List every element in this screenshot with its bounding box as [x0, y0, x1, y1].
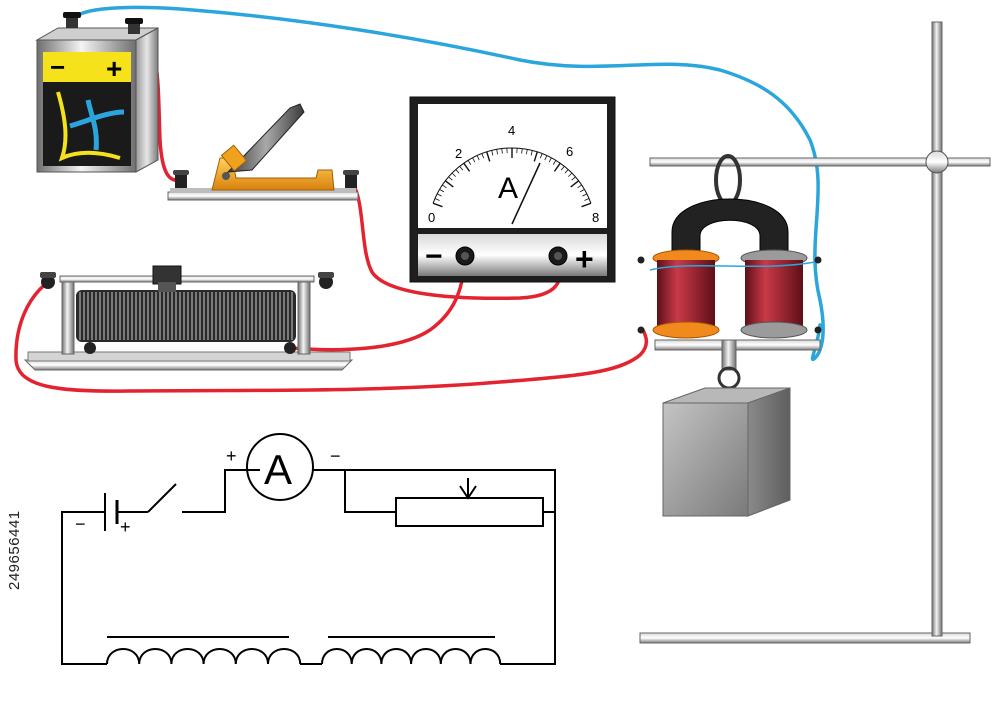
ammeter-tick: [571, 176, 576, 181]
rheostat-terminal-bottom-left: [84, 342, 96, 354]
ammeter-tick: [584, 198, 590, 201]
ammeter-tick: [544, 155, 548, 161]
schematic-ammeter: [225, 433, 345, 501]
ammeter-tick: [582, 193, 588, 197]
ammeter-scale-8: 8: [592, 210, 599, 225]
ammeter-tick: [486, 151, 491, 162]
ammeter-tick: [530, 150, 533, 156]
schematic-inductor-right: [321, 648, 502, 665]
ammeter-tick: [570, 180, 580, 188]
ammeter-tick: [467, 160, 472, 165]
coil-right: [740, 249, 808, 339]
ammeter-tick: [553, 162, 561, 172]
ammeter-tick: [476, 155, 480, 161]
ammeter-terminal-positive: [548, 246, 568, 266]
ammeter-tick: [560, 166, 565, 171]
stand-clamp: [925, 150, 949, 174]
ammeter-tick: [526, 149, 528, 155]
schematic-inductor-left: [106, 648, 302, 665]
ammeter-tick: [491, 150, 494, 156]
switch-handle[interactable]: [220, 103, 305, 173]
battery-terminal-negative: [63, 12, 81, 28]
ammeter-tick: [434, 198, 440, 201]
ammeter-tick: [496, 149, 498, 155]
ammeter: 0 2 4 6 8 A − +: [409, 96, 616, 283]
battery-minus-label: −: [50, 52, 65, 82]
schematic-ammeter-minus: −: [330, 446, 341, 466]
schematic-battery-plus: +: [120, 517, 131, 537]
battery-logo: [56, 91, 121, 162]
red-wire-rheostat-to-ammeter: [290, 260, 467, 352]
circuit-schematic: [61, 433, 556, 665]
battery: − +: [35, 12, 159, 173]
battery-plus-label: +: [106, 53, 122, 84]
switch-terminal-left: [173, 170, 189, 188]
ammeter-tick: [548, 157, 552, 163]
ammeter-plus-label: +: [575, 241, 594, 277]
switch-terminal-right: [343, 170, 359, 188]
ammeter-tick: [579, 189, 585, 193]
blue-wire: [70, 5, 825, 362]
schematic-rheostat: [395, 478, 544, 527]
ammeter-scale-2: 2: [455, 146, 462, 161]
ammeter-scale: [432, 147, 592, 208]
ammeter-tick: [533, 151, 538, 162]
schematic-ammeter-symbol: A: [264, 446, 292, 493]
ammeter-unit: A: [498, 172, 518, 205]
ammeter-tick: [444, 180, 454, 188]
knife-switch: [167, 103, 359, 201]
ammeter-terminal-negative: [455, 246, 475, 266]
ammeter-scale-6: 6: [566, 144, 573, 159]
schematic-battery: [104, 493, 148, 531]
ammeter-scale-0: 0: [428, 210, 435, 225]
ammeter-tick: [581, 202, 592, 208]
ammeter-tick: [577, 184, 582, 189]
red-wire-switch-to-ammeter-loop: [350, 181, 563, 301]
ammeter-tick: [448, 176, 453, 181]
stock-id: 249656441: [6, 510, 23, 590]
ammeter-tick: [439, 189, 445, 193]
ammeter-minus-label: −: [425, 240, 443, 273]
rheostat-windings: [79, 292, 293, 340]
red-wire-rheostat-left: [14, 280, 649, 393]
stand: [639, 21, 991, 644]
ammeter-tick: [436, 193, 442, 197]
ammeter-tick: [568, 172, 573, 177]
electromagnet: [637, 154, 822, 390]
ammeter-tick: [501, 148, 503, 154]
load-block: [662, 387, 791, 517]
rheostat: [23, 265, 354, 371]
ammeter-tick: [451, 172, 456, 177]
rheostat-slider[interactable]: [152, 265, 182, 292]
ammeter-tick: [432, 202, 443, 208]
load-hook-ring: [717, 366, 741, 390]
ammeter-tick: [455, 169, 460, 174]
ammeter-tick: [459, 166, 464, 171]
coil-left: [652, 249, 720, 339]
ammeter-tick: [539, 153, 543, 159]
battery-terminal-positive: [125, 18, 143, 34]
ammeter-tick: [564, 169, 569, 174]
iron-core-yoke: [671, 198, 789, 263]
schematic-switch: [147, 483, 177, 513]
schematic-ammeter-plus: +: [226, 446, 237, 466]
rheostat-terminal-right: [318, 272, 334, 289]
ammeter-needle: [511, 162, 541, 225]
ammeter-tick: [472, 157, 476, 163]
rheostat-terminal-left: [40, 272, 56, 289]
schematic-battery-minus: −: [75, 514, 86, 534]
rheostat-terminal-bottom-right: [284, 342, 296, 354]
ammeter-tick: [481, 153, 485, 159]
ammeter-scale-4: 4: [508, 123, 515, 138]
schematic-wire: [61, 469, 556, 665]
ammeter-tick: [463, 162, 471, 172]
ammeter-tick: [552, 160, 557, 165]
ammeter-tick: [521, 148, 523, 154]
ammeter-tick: [442, 184, 447, 189]
